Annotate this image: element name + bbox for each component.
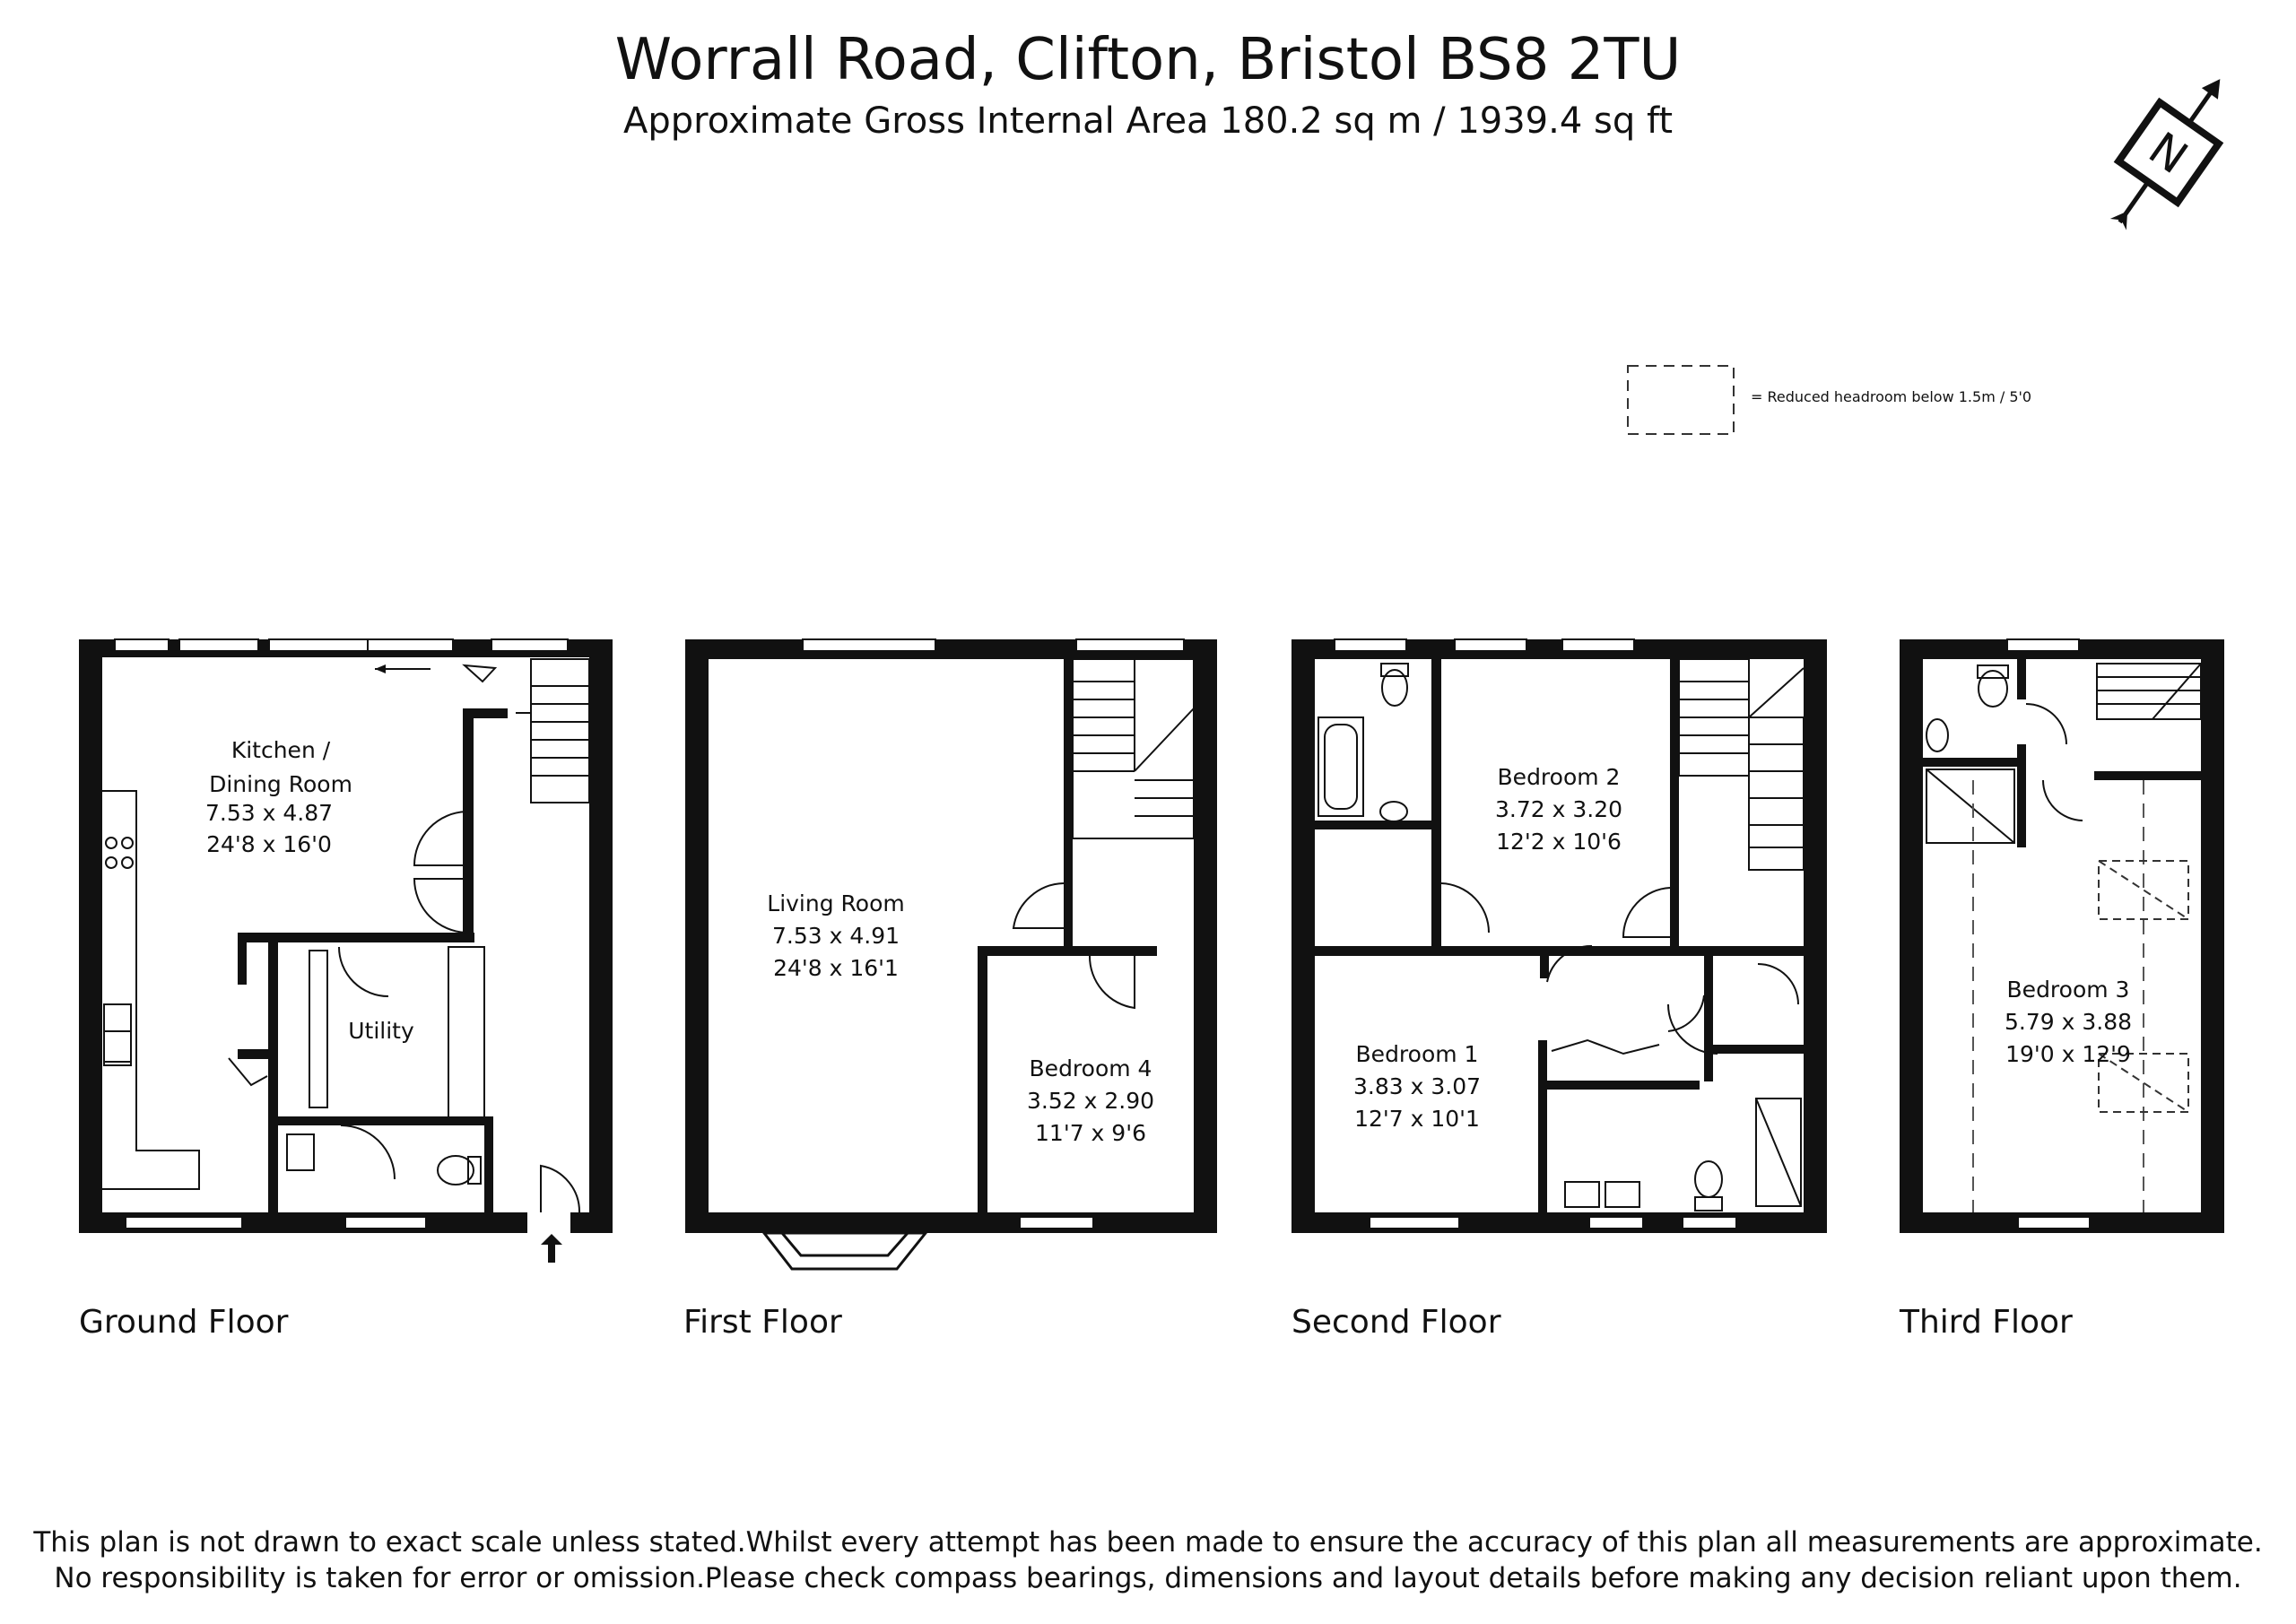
first-floor-label: First Floor — [683, 1304, 842, 1341]
bedroom1-name: Bedroom 1 — [1356, 1041, 1479, 1067]
bedroom3-imperial: 19'0 x 12'9 — [2005, 1041, 2131, 1067]
bedroom4-metric: 3.52 x 2.90 — [1027, 1088, 1154, 1114]
legend-label: = Reduced headroom below 1.5m / 5'0 — [1751, 388, 2031, 405]
living-room-imperial: 24'8 x 16'1 — [773, 955, 899, 981]
compass-icon: N — [2109, 79, 2224, 230]
kitchen-name-line1: Kitchen / — [231, 737, 331, 763]
third-floor-label: Third Floor — [1899, 1304, 2073, 1341]
third-floor-plan: Bedroom 3 5.79 x 3.88 19'0 x 12'9 Third … — [1899, 638, 2224, 1341]
bedroom2-name: Bedroom 2 — [1498, 764, 1621, 790]
bedroom2-imperial: 12'2 x 10'6 — [1496, 829, 1622, 855]
living-room-name: Living Room — [767, 890, 904, 916]
kitchen-name-line2: Dining Room — [209, 771, 352, 797]
ground-floor-label: Ground Floor — [79, 1304, 289, 1341]
page-subtitle: Approximate Gross Internal Area 180.2 sq… — [623, 100, 1673, 142]
disclaimer-line2: No responsibility is taken for error or … — [54, 1562, 2241, 1594]
kitchen-metric: 7.53 x 4.87 — [205, 800, 333, 826]
bedroom2-metric: 3.72 x 3.20 — [1495, 796, 1622, 822]
bedroom4-name: Bedroom 4 — [1030, 1055, 1152, 1081]
bedroom4-imperial: 11'7 x 9'6 — [1035, 1120, 1146, 1146]
page-title: Worrall Road, Clifton, Bristol BS8 2TU — [615, 27, 1682, 93]
utility-name: Utility — [348, 1018, 414, 1044]
second-floor-plan: Bedroom 2 3.72 x 3.20 12'2 x 10'6 Bedroo… — [1292, 638, 1827, 1341]
second-floor-label: Second Floor — [1292, 1304, 1501, 1341]
kitchen-imperial: 24'8 x 16'0 — [206, 831, 332, 857]
first-floor-plan: Living Room 7.53 x 4.91 24'8 x 16'1 Bedr… — [683, 638, 1217, 1341]
bedroom3-name: Bedroom 3 — [2007, 977, 2130, 1003]
living-room-metric: 7.53 x 4.91 — [772, 923, 900, 949]
legend-swatch — [1627, 365, 1735, 435]
ground-floor-plan: Kitchen / Dining Room 7.53 x 4.87 24'8 x… — [79, 638, 613, 1341]
disclaimer-line1: This plan is not drawn to exact scale un… — [32, 1526, 2262, 1559]
bedroom3-metric: 5.79 x 3.88 — [2005, 1009, 2132, 1035]
bedroom1-metric: 3.83 x 3.07 — [1353, 1073, 1481, 1099]
bedroom1-imperial: 12'7 x 10'1 — [1354, 1106, 1480, 1132]
